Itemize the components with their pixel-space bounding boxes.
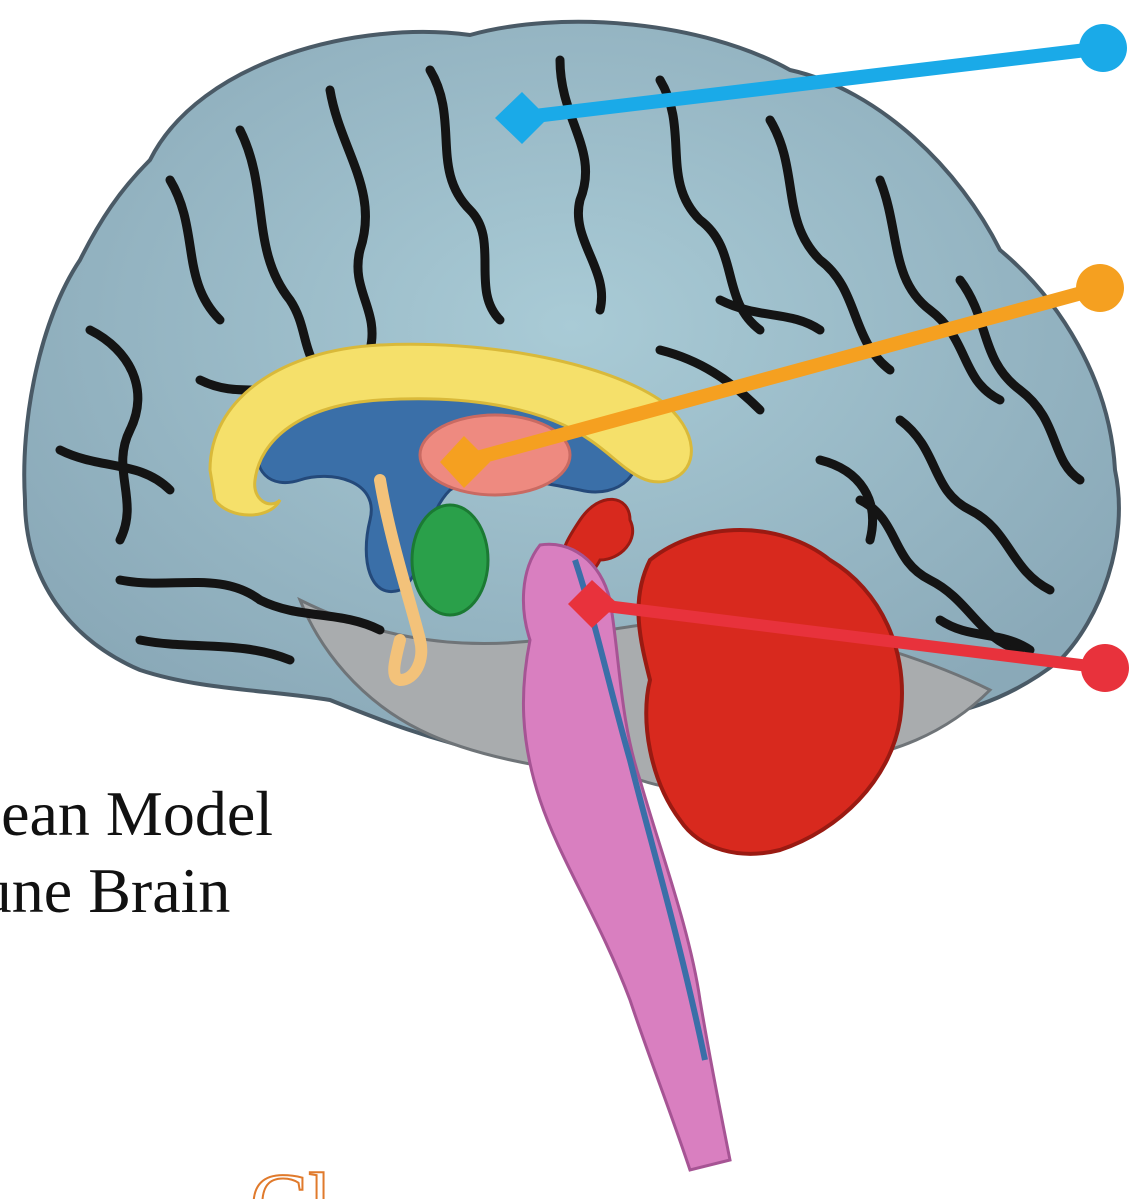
amygdala (412, 505, 488, 615)
caption-line-2: iune Brain (0, 855, 230, 927)
caption-line-1: Lean Model (0, 778, 273, 850)
logo-fragment: Gl (250, 1160, 328, 1199)
